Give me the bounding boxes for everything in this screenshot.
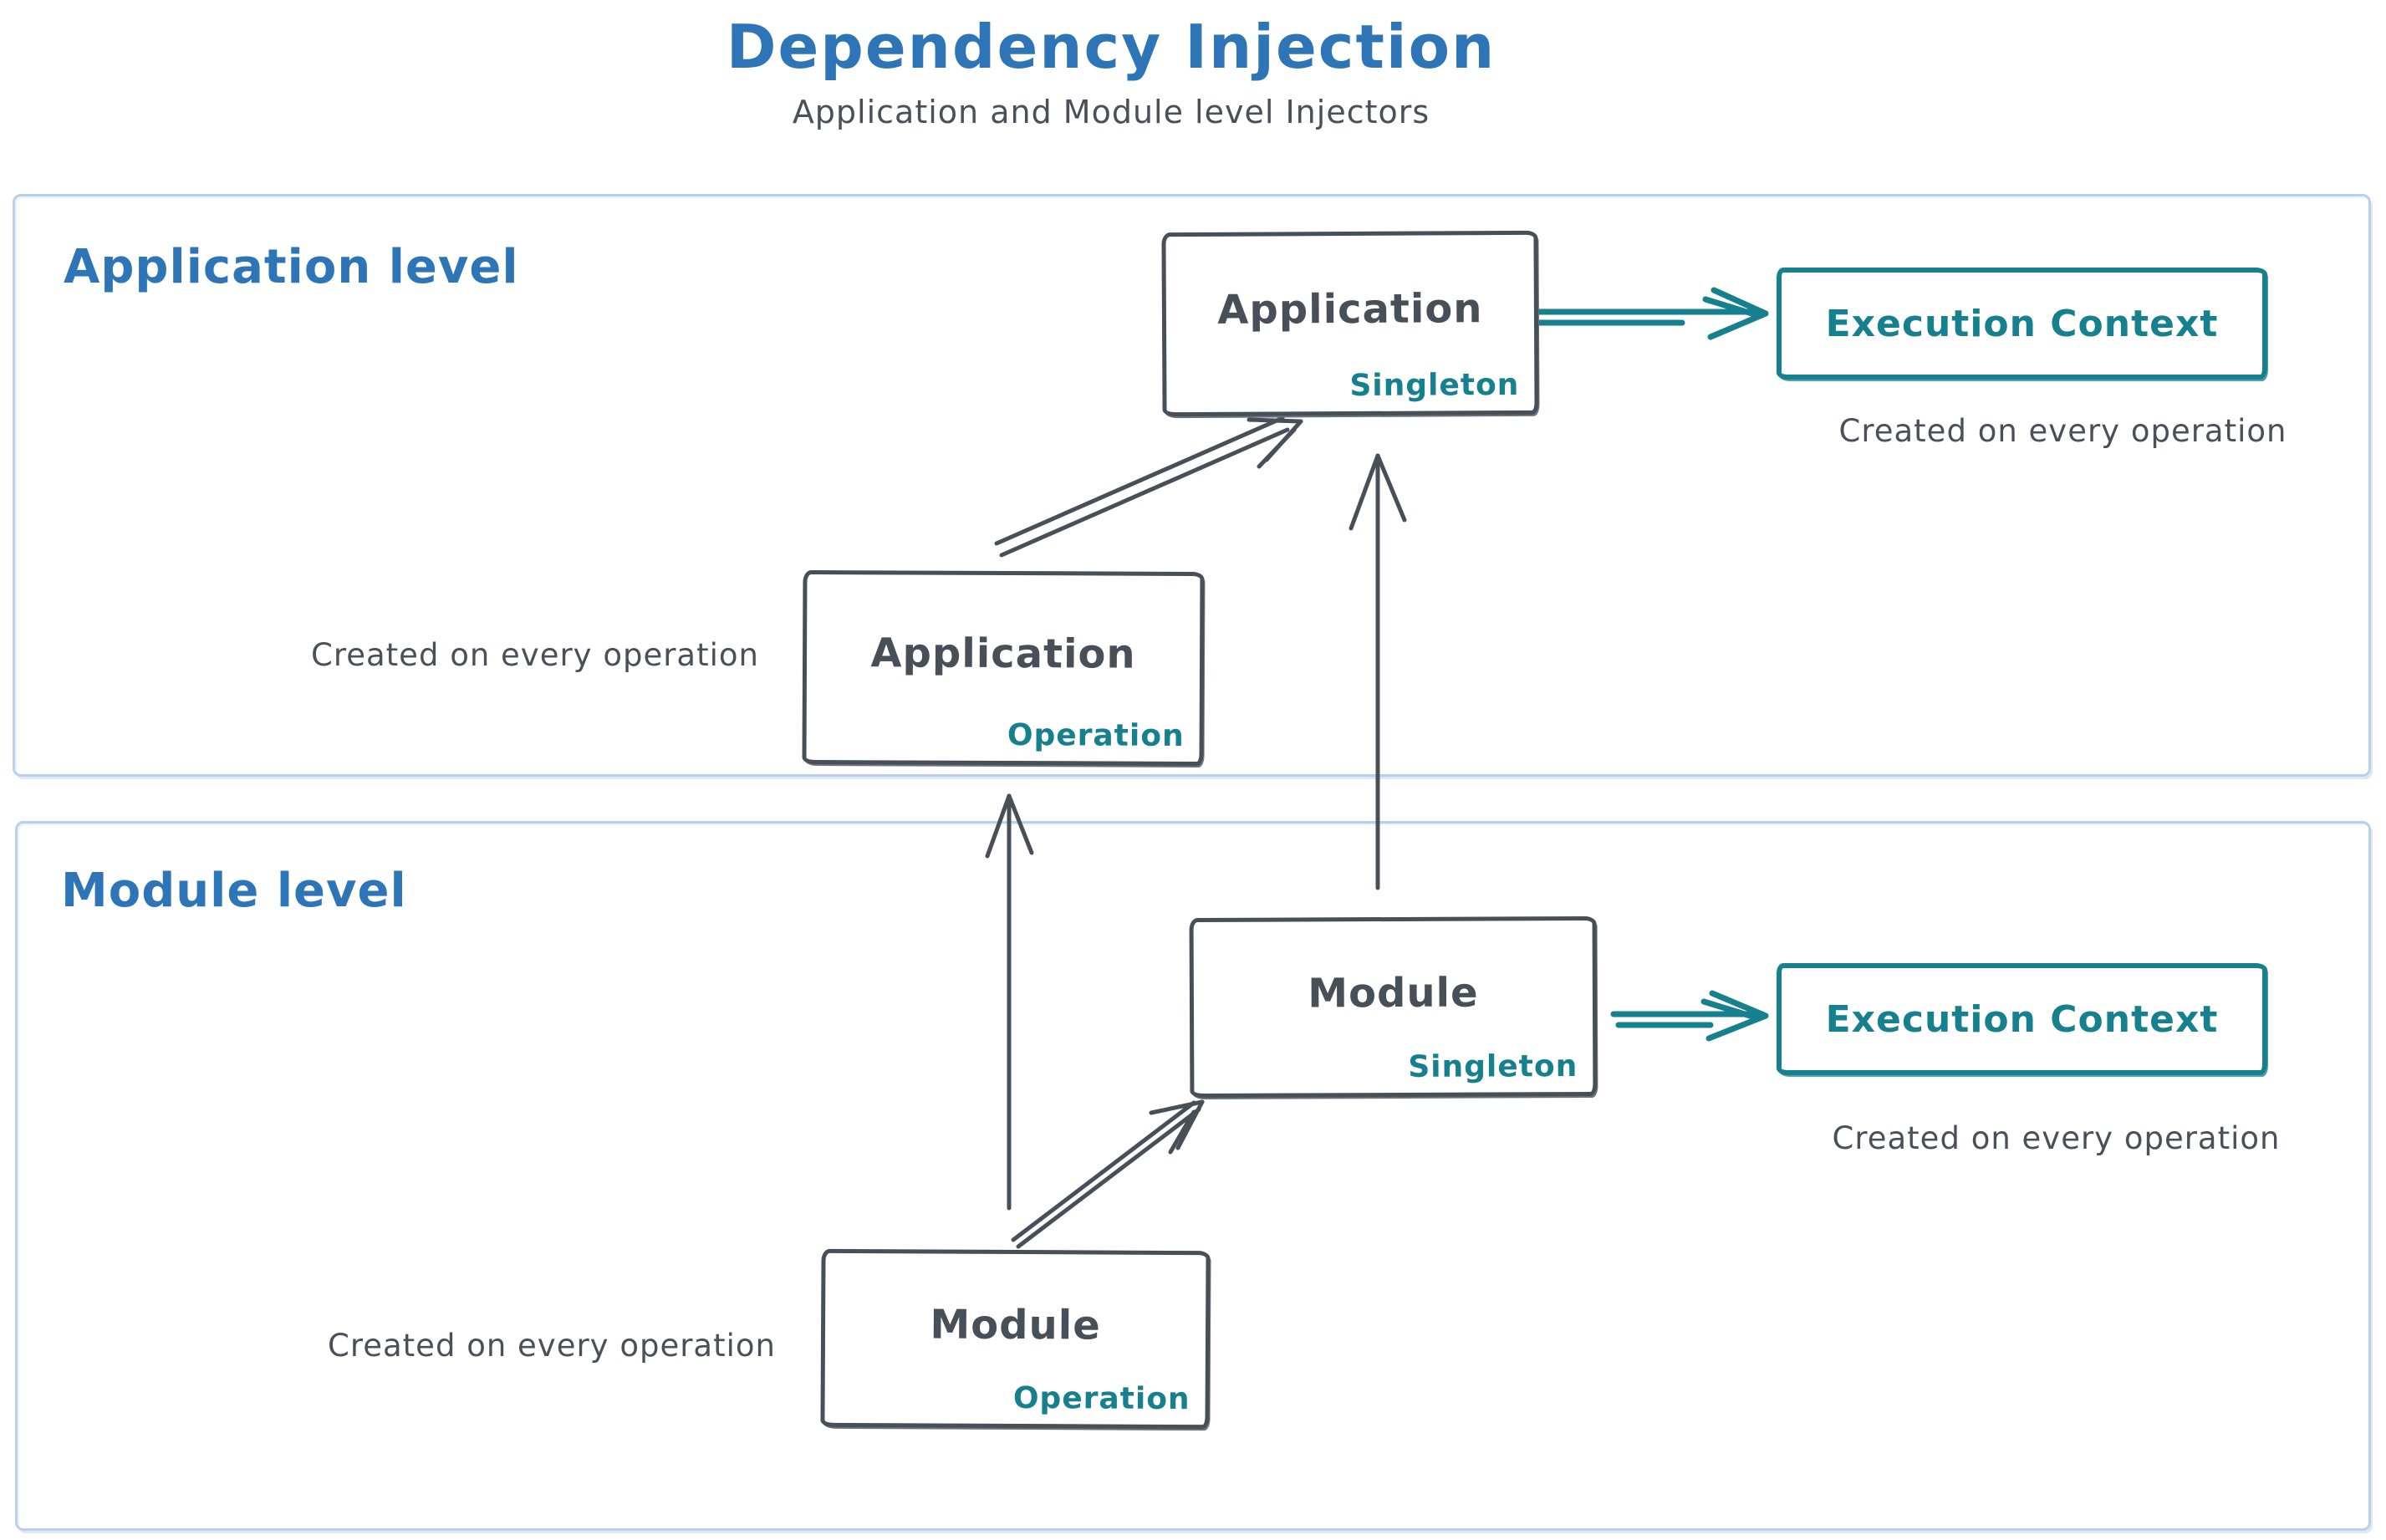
node-module-singleton: Module Singleton <box>1189 915 1598 1099</box>
node-module-operation-sublabel: Operation <box>1012 1380 1190 1417</box>
node-module-operation-label: Module <box>930 1300 1101 1349</box>
node-application-operation-sublabel: Operation <box>1007 718 1185 753</box>
panel-module-level-label: Module level <box>61 864 407 918</box>
node-application-singleton-sublabel: Singleton <box>1349 367 1520 404</box>
execution-context-application-label: Execution Context <box>1825 302 2219 345</box>
node-module-singleton-label: Module <box>1308 969 1479 1017</box>
page-title: Dependency Injection <box>726 12 1496 82</box>
caption-execution-context-module: Created on every operation <box>1832 1120 2281 1156</box>
node-application-singleton-label: Application <box>1217 285 1483 334</box>
caption-application-operation: Created on every operation <box>311 637 759 673</box>
node-execution-context-application: Execution Context <box>1777 268 2267 380</box>
node-application-operation-label: Application <box>870 630 1136 678</box>
node-application-singleton: Application Singleton <box>1161 230 1539 417</box>
panel-module-level: Module level <box>15 821 2371 1531</box>
node-module-singleton-sublabel: Singleton <box>1408 1049 1578 1084</box>
node-execution-context-module: Execution Context <box>1777 963 2267 1075</box>
node-application-operation: Application Operation <box>802 569 1205 767</box>
panel-application-level: Application level <box>13 194 2371 777</box>
page-subtitle: Application and Module level Injectors <box>792 94 1430 130</box>
panel-application-level-label: Application level <box>64 240 519 294</box>
caption-execution-context-application: Created on every operation <box>1838 413 2287 449</box>
execution-context-module-label: Execution Context <box>1825 997 2219 1041</box>
node-module-operation: Module Operation <box>820 1248 1211 1430</box>
caption-module-operation: Created on every operation <box>328 1328 776 1364</box>
title-block: Dependency Injection Application and Mod… <box>609 12 1613 130</box>
